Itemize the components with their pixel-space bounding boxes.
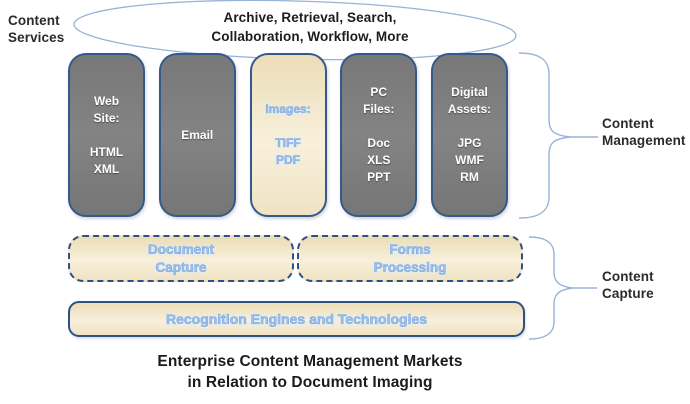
capture-row: Document Capture Forms Processing xyxy=(68,235,523,282)
caption-line: Enterprise Content Management Markets xyxy=(157,353,463,370)
column-text-line: Assets: xyxy=(447,102,492,116)
column-text-line: PDF xyxy=(276,153,301,168)
column-images: Images: TIFF PDF xyxy=(249,53,327,217)
label-line: Content xyxy=(8,13,60,28)
column-digital-assets: Digital Assets: JPG WMF RM xyxy=(431,53,508,217)
column-text-line: PPT xyxy=(367,170,391,184)
column-text-line: TIFF xyxy=(275,136,301,151)
column-text-line: XLS xyxy=(367,153,391,167)
column-text-line: Site: xyxy=(93,110,120,125)
column-web-site: Web Site: HTML XML xyxy=(68,53,145,217)
forms-processing-box: Forms Processing xyxy=(297,235,523,282)
content-management-brace xyxy=(518,52,598,219)
column-text-line: XML xyxy=(93,161,120,176)
column-text-line: PC xyxy=(370,85,388,99)
box-text-line: Recognition Engines and Technologies xyxy=(165,311,428,328)
column-text-line: Web xyxy=(93,93,120,108)
content-capture-label: Content Capture xyxy=(602,268,654,302)
content-services-label: Content Services xyxy=(8,12,64,46)
column-text-line: Digital xyxy=(451,85,488,99)
ellipse-line: Collaboration, Workflow, More xyxy=(211,29,409,44)
label-line: Services xyxy=(8,30,65,45)
column-pc-files: PC Files: Doc XLS PPT xyxy=(340,53,418,217)
column-text-line: JPG xyxy=(457,136,482,150)
caption-line: in Relation to Document Imaging xyxy=(187,374,433,391)
column-text-line: Files: xyxy=(363,102,395,116)
box-text-line: Processing xyxy=(373,259,447,275)
content-management-label: Content Management xyxy=(602,115,686,149)
document-capture-box: Document Capture xyxy=(68,235,294,282)
box-text-line: Document xyxy=(147,241,215,257)
recognition-engines-box: Recognition Engines and Technologies xyxy=(68,301,525,337)
column-text-line: RM xyxy=(460,170,479,184)
diagram-caption: Enterprise Content Management Markets in… xyxy=(0,351,620,393)
column-text-line: WMF xyxy=(455,153,484,167)
label-line: Content xyxy=(602,269,654,284)
ellipse-line: Archive, Retrieval, Search, xyxy=(223,10,397,25)
column-email: Email xyxy=(158,53,236,217)
column-text-line: Images: xyxy=(265,102,311,117)
label-line: Management xyxy=(602,133,686,148)
services-ellipse-caption: Archive, Retrieval, Search, Collaboratio… xyxy=(115,8,505,46)
content-capture-brace xyxy=(528,236,597,340)
column-text-line: HTML xyxy=(89,144,124,159)
column-text-line: Doc xyxy=(367,136,391,150)
box-text-line: Capture xyxy=(155,259,207,275)
content-columns: Web Site: HTML XML Email Images: TIFF PD… xyxy=(68,53,508,217)
label-line: Capture xyxy=(602,286,654,301)
label-line: Content xyxy=(602,116,654,131)
column-text-line: Email xyxy=(181,127,214,142)
box-text-line: Forms xyxy=(389,241,431,257)
